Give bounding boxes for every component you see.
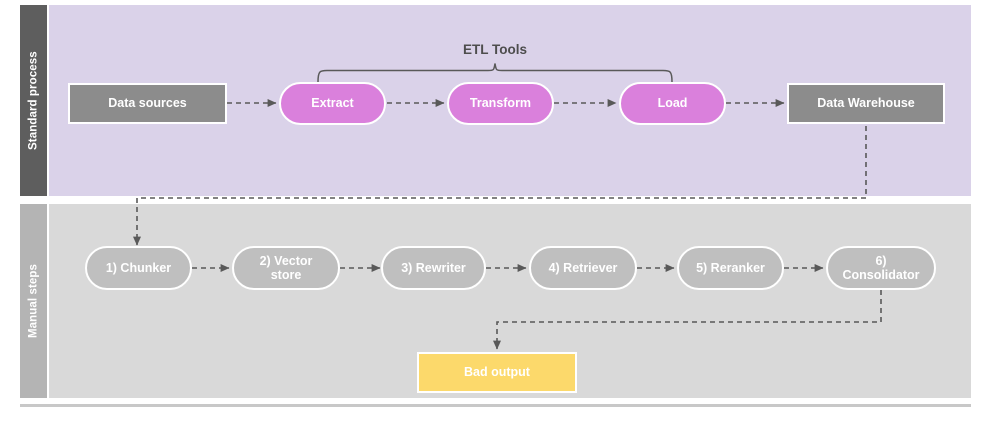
node-consolidator[interactable]: 6) Consolidator: [826, 246, 936, 290]
lane-manual-steps-header: Manual steps: [20, 204, 47, 398]
node-retriever[interactable]: 4) Retriever: [529, 246, 637, 290]
lane-standard-process-header: Standard process: [20, 5, 47, 196]
etl-tools-label: ETL Tools: [463, 42, 527, 57]
node-bad-output[interactable]: Bad output: [417, 352, 577, 393]
node-data-warehouse[interactable]: Data Warehouse: [787, 83, 945, 124]
bottom-divider-line: [20, 404, 971, 407]
node-extract[interactable]: Extract: [279, 82, 386, 125]
node-chunker[interactable]: 1) Chunker: [85, 246, 192, 290]
node-load[interactable]: Load: [619, 82, 726, 125]
node-reranker[interactable]: 5) Reranker: [677, 246, 784, 290]
node-rewriter[interactable]: 3) Rewriter: [381, 246, 486, 290]
node-transform[interactable]: Transform: [447, 82, 554, 125]
node-vector-store[interactable]: 2) Vector store: [232, 246, 340, 290]
node-data-sources[interactable]: Data sources: [68, 83, 227, 124]
